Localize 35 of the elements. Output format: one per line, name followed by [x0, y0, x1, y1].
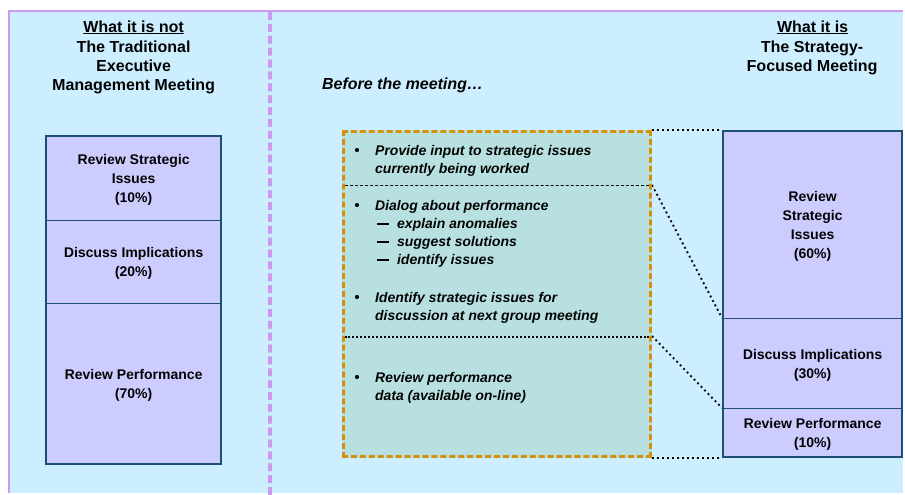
agenda-segment [722, 130, 903, 318]
bullet-text: Review performance data (available on-line) [375, 368, 527, 404]
bullet-text: suggest solutions [397, 232, 517, 250]
segment-label: (30%) [794, 364, 832, 382]
segment-label: Review Strategic Issues [782, 187, 844, 244]
agenda-segment [45, 135, 222, 220]
connector-line [651, 184, 723, 318]
segment-label: (10%) [114, 188, 152, 207]
segment-label: (20%) [114, 262, 152, 281]
segment-label: Review Performance [64, 364, 202, 384]
heading-text: The Traditional Executive Management Meeting [51, 38, 216, 95]
agenda-segment [45, 303, 222, 465]
segment-label: (60%) [794, 244, 832, 263]
connector-line [652, 129, 722, 131]
segment-label: (70%) [114, 384, 152, 402]
agenda-segment [722, 408, 903, 458]
heading-text: What it is not [82, 18, 185, 37]
bullet-text: explain anomalies [397, 214, 518, 232]
heading-text: The Strategy-Focused Meeting [746, 38, 878, 76]
segment-label: Discuss Implications [742, 344, 882, 364]
heading-text: What it is [776, 18, 850, 37]
agenda-segment [45, 220, 222, 303]
segment-label: Review Strategic Issues [77, 150, 190, 188]
bullet-text: Identify strategic issues for discussion at next group meeting [375, 288, 600, 324]
connector-line [651, 335, 723, 409]
bullet-text: identify issues [397, 250, 494, 268]
heading-text: Before the meeting… [322, 75, 484, 94]
connector-line [652, 457, 722, 459]
bullet-text: Dialog about performance [375, 196, 548, 214]
agenda-segment [722, 318, 903, 408]
dashed-box [342, 130, 652, 458]
segment-label: (10%) [794, 432, 832, 452]
segment-label: Discuss Implications [64, 243, 204, 262]
segment-label: Review Performance [744, 414, 882, 432]
bullet-text: Provide input to strategic issues currently being worked [375, 141, 592, 177]
